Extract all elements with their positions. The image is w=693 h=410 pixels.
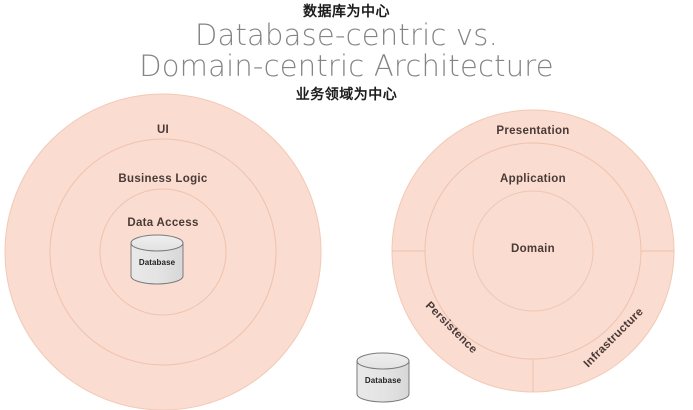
- left-label-data-access: Data Access: [127, 217, 198, 229]
- left-cylinder-label: Database: [139, 258, 176, 267]
- domain-centric-diagram: Presentation Application Domain Persiste…: [356, 109, 675, 403]
- left-cylinder-top: [130, 234, 184, 252]
- left-label-ui: UI: [157, 124, 169, 136]
- right-label-presentation: Presentation: [496, 125, 569, 137]
- right-cylinder-body: [356, 360, 410, 403]
- left-cylinder-body: [130, 242, 184, 285]
- right-label-domain: Domain: [511, 243, 555, 255]
- right-cylinder-label: Database: [365, 376, 402, 385]
- right-database-cylinder[interactable]: Database: [356, 352, 410, 403]
- right-cylinder-top: [356, 352, 410, 370]
- right-label-application: Application: [500, 173, 566, 185]
- left-label-business-logic: Business Logic: [118, 173, 207, 185]
- right-ring-domain[interactable]: [472, 190, 594, 312]
- left-database-cylinder[interactable]: Database: [130, 234, 184, 285]
- database-centric-diagram: UI Business Logic Data Access Database: [4, 93, 322, 410]
